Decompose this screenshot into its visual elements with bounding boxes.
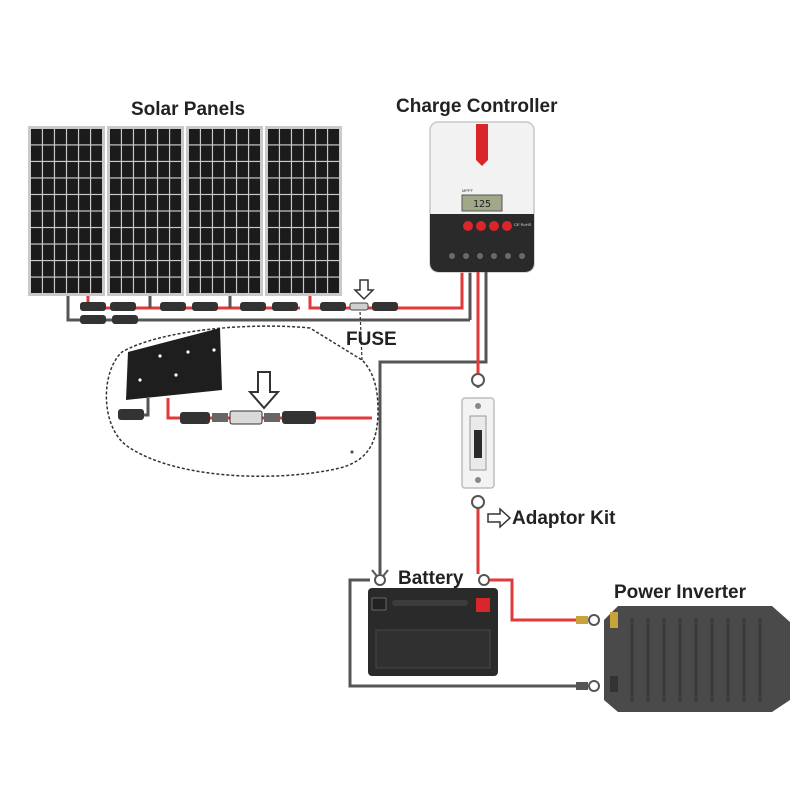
controller-brand: MPPT: [462, 188, 474, 193]
battery-label: Battery: [398, 568, 464, 589]
power-inverter: [576, 606, 790, 712]
controller-display-value: 125: [473, 199, 491, 210]
inline-fuse-holder: [461, 373, 495, 509]
solar-panel-3: [186, 126, 263, 296]
power-inverter-label: Power Inverter: [614, 582, 746, 603]
fuse-label: FUSE: [346, 329, 397, 350]
solar-panels-label: Solar Panels: [131, 99, 246, 120]
charge-controller: MPPT 125 CE RoHS: [429, 121, 535, 273]
panel-cables: [66, 272, 472, 324]
battery: [368, 574, 498, 676]
charge-controller-label: Charge Controller: [396, 96, 558, 117]
solar-panel-1: [28, 126, 105, 296]
ce-mark: CE RoHS: [514, 222, 532, 227]
adaptor-kit-label: Adaptor Kit: [512, 508, 616, 529]
down-arrow-icon: [353, 279, 375, 301]
solar-panel-2: [107, 126, 184, 296]
fuse-zoom-callout: [105, 309, 379, 477]
right-arrow-icon: [487, 507, 512, 529]
solar-panel-4: [265, 126, 342, 296]
solar-panel-array: [28, 126, 342, 296]
